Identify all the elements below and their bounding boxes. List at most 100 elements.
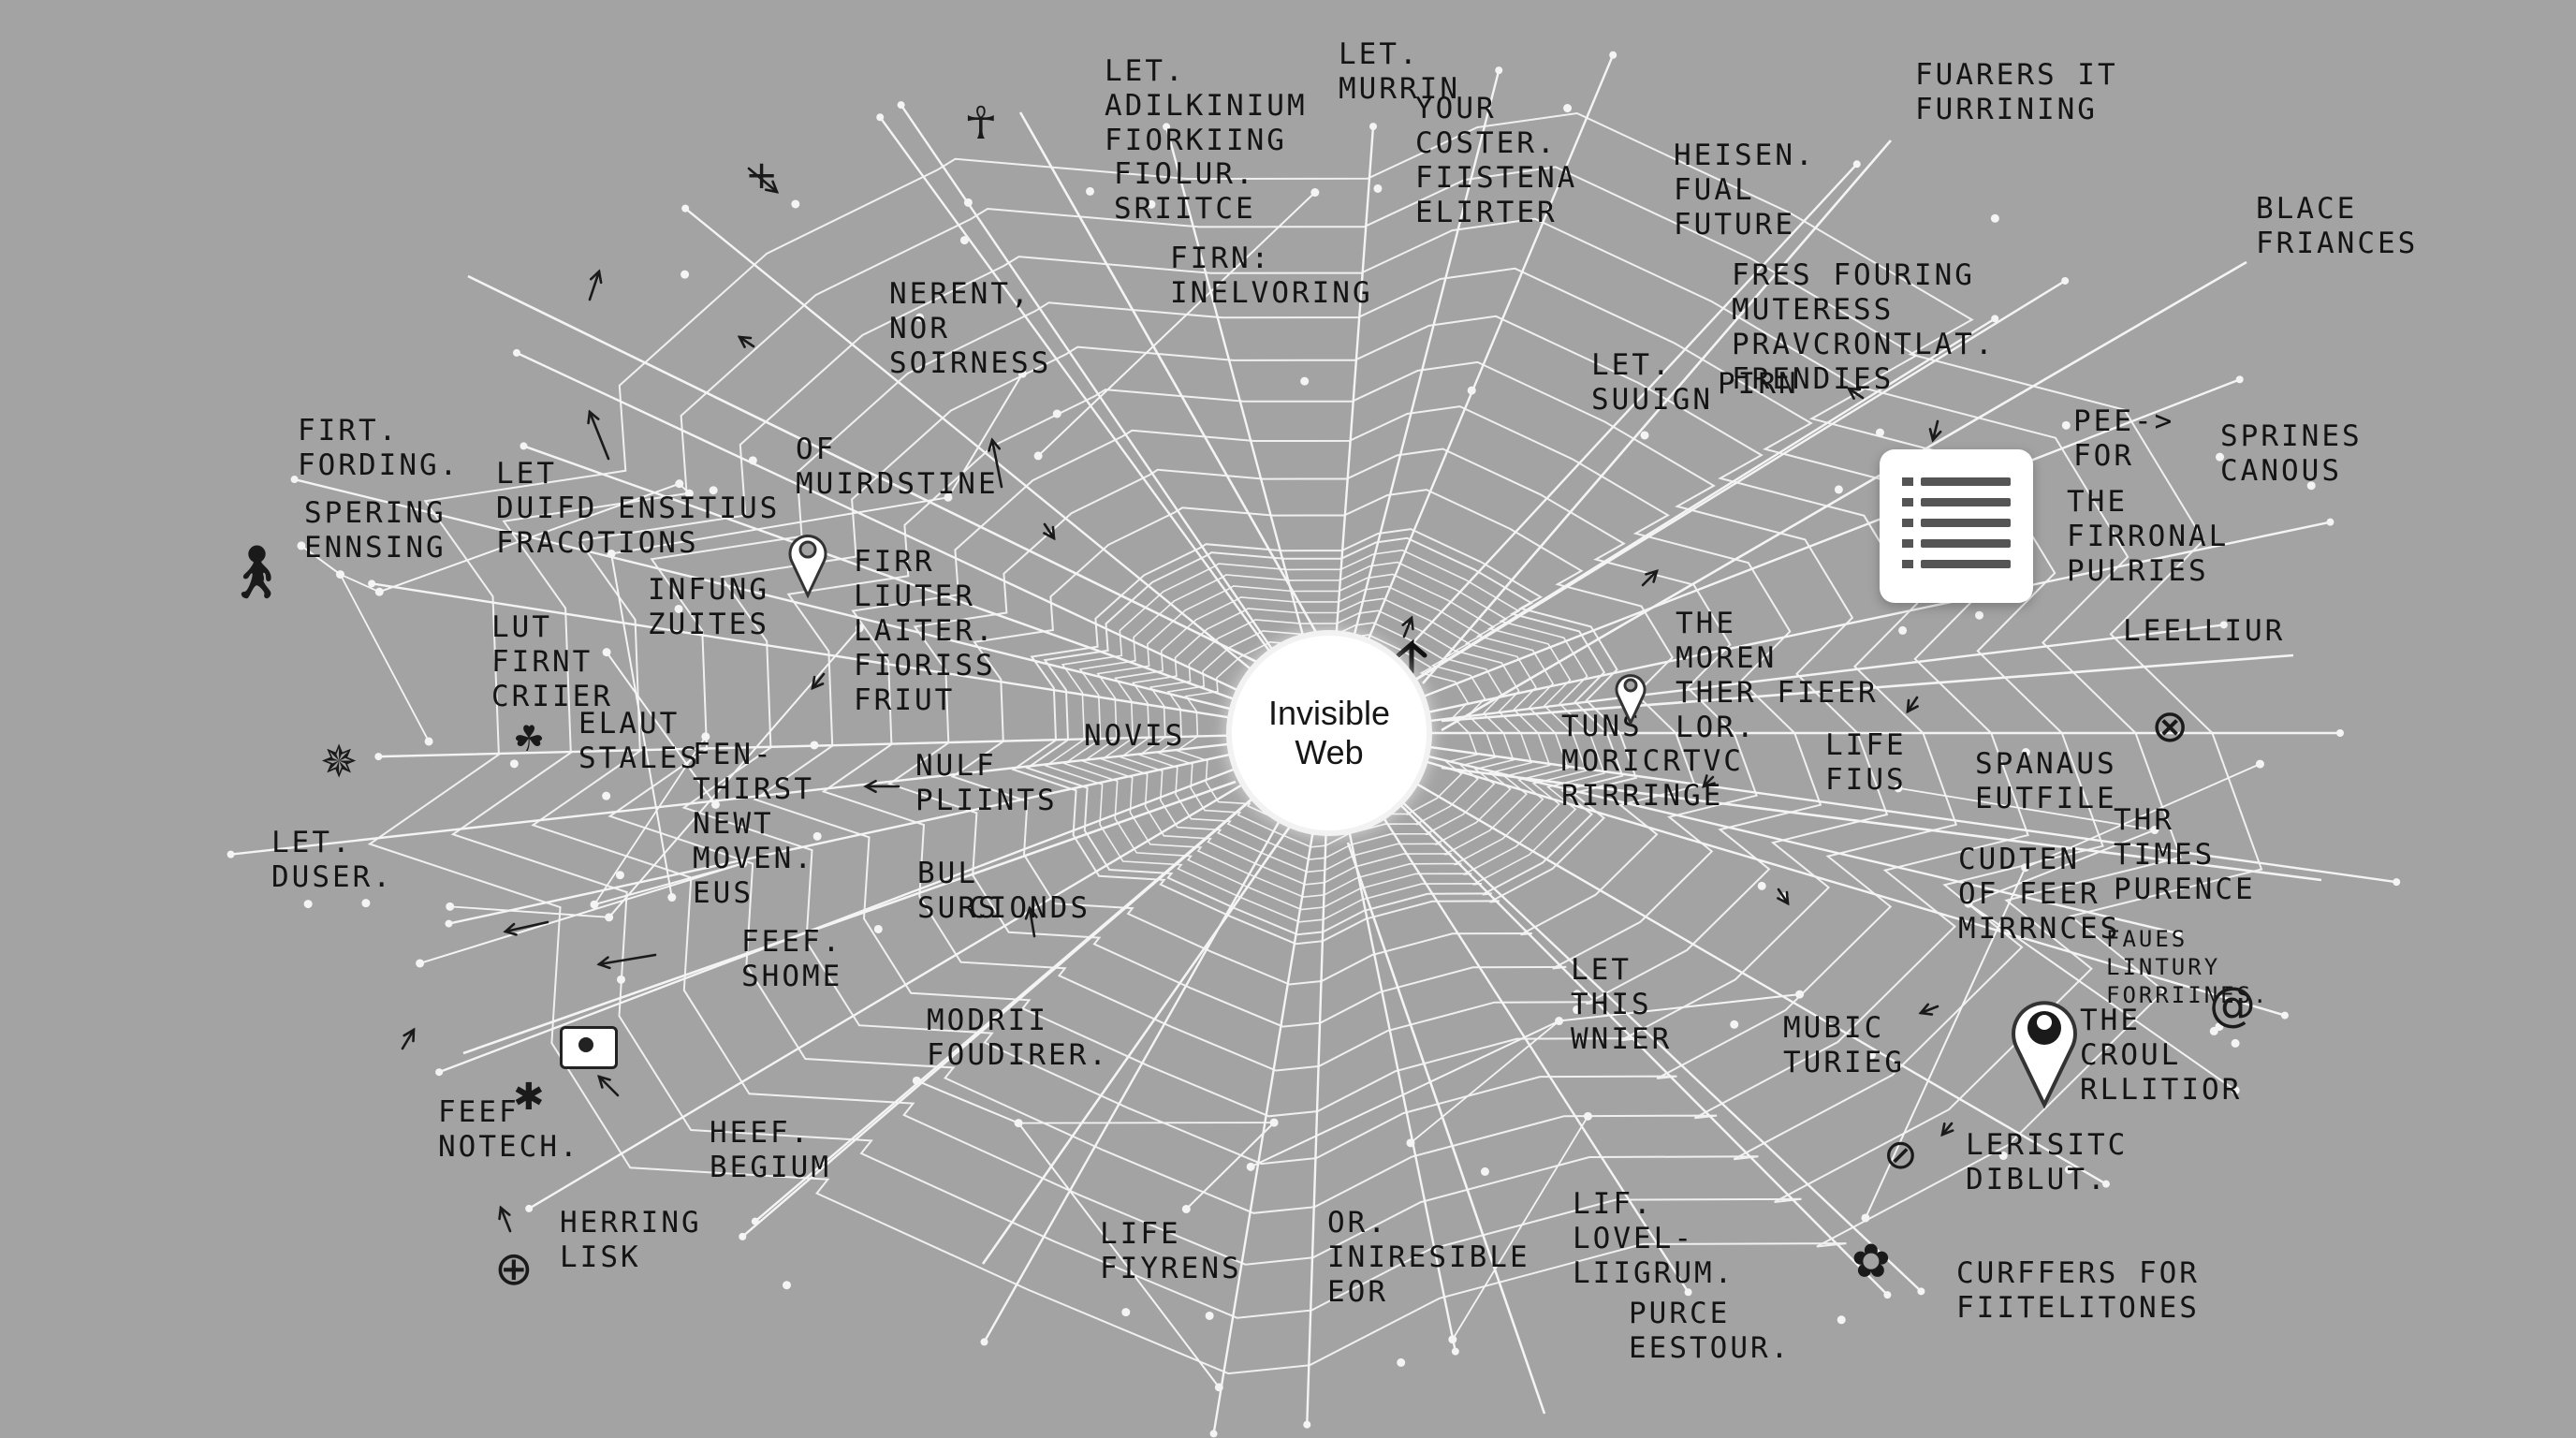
web-link — [1441, 260, 2247, 732]
web-link — [419, 862, 744, 964]
web-link — [1559, 993, 1800, 1022]
hub-title: Invisible Web — [1267, 694, 1391, 771]
web-node — [1917, 1287, 1925, 1296]
web-spoke — [527, 731, 1331, 1211]
web-spoke — [1306, 731, 1331, 1426]
web-label: THE MOREN THER FIEER LOR. — [1676, 607, 1879, 744]
arrow-mark — [1919, 1005, 1939, 1015]
arrow-mark — [1918, 1003, 1934, 1016]
web-label: OR. INIRESIBLE EOR — [1327, 1206, 1530, 1309]
web-node — [361, 899, 371, 908]
web-spoke — [900, 103, 1331, 735]
web-label: YOUR COSTER. FIISTENA ELIRTER — [1415, 92, 1578, 229]
web-label: FEEF NOTECH. — [438, 1095, 580, 1164]
web-label: OF MUIRDSTINE — [796, 433, 999, 501]
web-link — [981, 823, 1294, 1265]
web-label: LET. SUUIGN — [1591, 348, 1713, 417]
web-link — [1452, 1115, 1589, 1341]
web-spoke — [1327, 731, 1923, 1293]
web-label: ELAUT STALES — [578, 707, 700, 775]
web-spoke — [1327, 731, 1690, 1294]
web-label: CURFFERS FOR FIITELITONES — [1956, 1256, 2200, 1325]
web-label: FRES FOURING MUTERESS PRAVCRONTLAT. FREN… — [1732, 258, 1996, 396]
web-node — [1883, 1291, 1892, 1299]
web-node — [602, 791, 611, 800]
web-node — [1373, 183, 1383, 193]
web-node — [1975, 610, 1984, 620]
arrow-mark — [588, 270, 601, 301]
web-link — [915, 1079, 1019, 1124]
arrow-mark — [1641, 569, 1659, 587]
web-node — [1086, 186, 1095, 196]
web-node — [2306, 481, 2316, 491]
web-label: LERISITC DIBLUT. — [1966, 1128, 2129, 1196]
web-node — [368, 580, 376, 588]
arrow-mark — [1024, 905, 1038, 920]
web-spoke — [1327, 731, 2108, 1185]
web-label: FUARERS IT FURRINING — [1915, 58, 2118, 126]
web-node — [297, 541, 306, 550]
web-label: LUT FIRNT CRIIER — [491, 610, 613, 713]
web-node — [812, 831, 822, 841]
location-pin-icon — [788, 535, 827, 599]
web-node — [1467, 386, 1476, 395]
close-circle-icon: ⊗ — [2151, 700, 2189, 753]
web-node — [1406, 1138, 1415, 1148]
web-node — [227, 850, 235, 858]
web-link — [1185, 1122, 1275, 1211]
web-spoke — [437, 731, 1331, 1074]
web-link — [1037, 191, 1316, 457]
web-node — [416, 959, 425, 968]
web-node — [748, 456, 757, 465]
web-node — [855, 624, 864, 633]
location-pin-icon — [2012, 1001, 2077, 1108]
arrow-mark — [596, 956, 611, 970]
arrow-mark — [738, 335, 755, 348]
web-link — [449, 905, 609, 918]
web-link — [340, 573, 380, 593]
web-label: FIRN: INELVORING — [1170, 242, 1373, 310]
arrow-mark — [499, 1206, 512, 1233]
web-node — [290, 476, 299, 484]
web-link — [1968, 829, 2156, 905]
web-node — [1837, 1315, 1846, 1325]
walker-icon: ✱ — [513, 1076, 545, 1119]
web-node — [739, 858, 748, 868]
arrow-mark — [589, 269, 603, 285]
web-spoke — [1327, 731, 2287, 1017]
web-link — [467, 274, 1321, 695]
web-link — [462, 780, 1237, 1055]
web-spoke — [515, 351, 1331, 735]
web-label: MODRII FOUDIRER. — [927, 1004, 1109, 1072]
web-node — [1866, 1050, 1876, 1060]
web-node — [684, 489, 694, 498]
close-icon: ⊘ — [1883, 1131, 1918, 1179]
web-label: INFUNG ZUITES — [648, 573, 769, 641]
web-node — [1451, 1347, 1459, 1356]
web-label: FIRT. FORDING. — [298, 414, 461, 482]
web-node — [810, 741, 819, 750]
web-node — [1609, 51, 1617, 59]
web-node — [1303, 1420, 1311, 1429]
web-node — [674, 604, 683, 613]
web-node — [615, 871, 624, 880]
web-node — [520, 442, 528, 450]
web-label: LET. MURRIN — [1339, 37, 1460, 106]
web-node — [2336, 729, 2344, 737]
arrow-mark — [1777, 888, 1790, 905]
web-node — [2219, 621, 2228, 629]
flower-icon: ✿ — [1852, 1234, 1891, 1288]
web-node — [2280, 1011, 2289, 1020]
arrow-mark — [1777, 890, 1790, 906]
web-node — [915, 313, 925, 322]
arrow-mark — [1906, 698, 1919, 714]
web-node — [1990, 213, 1999, 223]
web-node — [751, 1217, 759, 1225]
web-link — [1441, 653, 2294, 723]
web-link — [1346, 842, 1546, 1415]
web-node — [876, 113, 885, 122]
web-node — [2064, 1165, 2073, 1174]
web-node — [1214, 1383, 1223, 1392]
web-node — [1448, 1335, 1457, 1344]
